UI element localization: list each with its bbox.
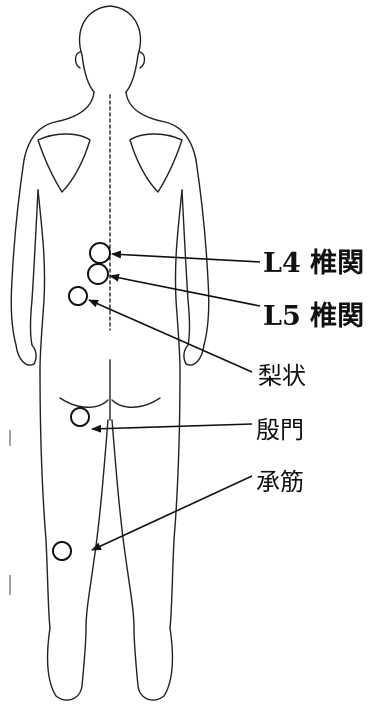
right-buttock-fold bbox=[112, 398, 160, 407]
left-hand bbox=[16, 345, 36, 365]
left-leg-outer bbox=[40, 370, 50, 628]
neck-shoulder-right bbox=[126, 92, 196, 160]
right-arm-outer bbox=[196, 160, 209, 345]
body-outline bbox=[11, 6, 209, 700]
right-scapula bbox=[130, 134, 182, 192]
head-outline bbox=[80, 6, 141, 92]
left-ear bbox=[76, 52, 81, 68]
l5-arrow bbox=[110, 276, 260, 306]
lijo-point-marker bbox=[69, 287, 87, 305]
ingu-arrow bbox=[92, 424, 252, 429]
left-buttock-fold bbox=[60, 398, 108, 407]
label-lijo: 梨状 bbox=[258, 356, 306, 391]
shokin-point-marker bbox=[53, 542, 71, 560]
torso-right bbox=[175, 190, 182, 370]
label-l4-vertebra: L4 椎関 bbox=[263, 241, 364, 280]
left-leg-inner bbox=[86, 420, 108, 628]
left-arm-inner bbox=[31, 190, 39, 345]
label-l5-vertebra: L5 椎関 bbox=[263, 294, 364, 333]
right-leg-outer bbox=[170, 370, 180, 628]
lijo-arrow bbox=[89, 300, 252, 372]
right-arm-inner bbox=[182, 190, 190, 345]
left-scapula bbox=[38, 134, 90, 192]
right-hand bbox=[184, 345, 204, 365]
torso-left bbox=[38, 190, 45, 370]
label-shokin: 承筋 bbox=[256, 462, 304, 497]
right-leg-inner bbox=[112, 420, 134, 628]
right-foot bbox=[134, 628, 172, 700]
left-foot bbox=[48, 628, 86, 700]
head-left-outline bbox=[82, 55, 94, 92]
acupoint-markers bbox=[53, 243, 110, 560]
right-ear bbox=[140, 52, 145, 68]
l5-point-marker bbox=[88, 264, 108, 284]
label-ingu: 殷門 bbox=[256, 410, 304, 445]
shokin-arrow bbox=[92, 476, 252, 550]
ingu-point-marker bbox=[71, 408, 89, 426]
left-arm-outer bbox=[11, 160, 24, 345]
l4-point-marker bbox=[90, 243, 110, 263]
neck-shoulder-left bbox=[24, 92, 94, 160]
